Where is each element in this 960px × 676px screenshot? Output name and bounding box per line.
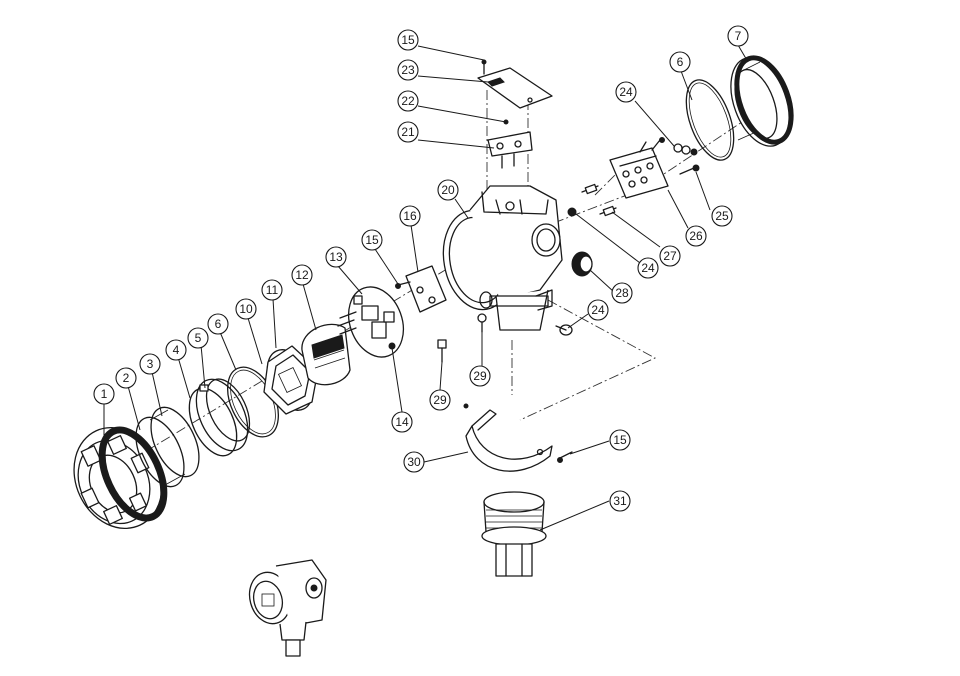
svg-text:24: 24 [641,261,655,275]
svg-text:3: 3 [147,357,154,371]
svg-text:6: 6 [215,317,222,331]
svg-text:15: 15 [365,233,379,247]
front-cover [73,426,163,530]
cover-o-ring [98,426,168,522]
washer-middle [567,207,577,217]
svg-text:24: 24 [619,85,633,99]
callout-5: 5 [187,327,209,349]
svg-text:25: 25 [715,209,729,223]
svg-text:11: 11 [266,283,279,297]
svg-text:26: 26 [689,229,703,243]
callout-24-middle: 24 [637,257,659,279]
svg-text:28: 28 [615,286,629,300]
retaining-ring [188,378,251,457]
callout-16: 16 [399,205,421,227]
callout-20: 20 [437,179,459,201]
electronics-board [337,286,405,358]
assembled-transmitter [248,559,327,657]
svg-text:23: 23 [401,63,415,77]
callout-24-lower: 24 [587,299,609,321]
terminal-block [609,137,669,199]
svg-text:21: 21 [401,125,415,139]
svg-text:7: 7 [735,29,742,43]
nameplate [477,59,553,109]
bracket-axis [519,299,657,421]
svg-text:6: 6 [677,55,684,69]
callout-13: 13 [325,246,347,268]
svg-text:24: 24 [591,303,605,317]
svg-text:29: 29 [433,393,447,407]
callout-15-mid: 15 [361,229,383,251]
callout-bubbles: 1 2 3 4 5 6 10 11 12 13 14 15 16 20 21 2… [93,25,749,512]
callout-30: 30 [403,451,425,473]
lcd-board [301,323,351,386]
callout-29-left: 29 [429,389,451,411]
callout-22: 22 [397,90,419,112]
nameplate-bracket [487,119,533,169]
callout-3: 3 [139,353,161,375]
callout-11: 11 [261,279,283,301]
conduit-plug [571,251,593,277]
svg-text:4: 4 [173,343,180,357]
callout-10: 10 [235,298,257,320]
ground-bracket [395,265,447,313]
callout-2: 2 [115,367,137,389]
process-connector [481,491,547,577]
callout-23: 23 [397,59,419,81]
svg-text:1: 1 [101,387,108,401]
callout-15-top: 15 [397,29,419,51]
callout-27: 27 [659,245,681,267]
svg-text:10: 10 [239,302,253,316]
glass-ring [135,406,200,488]
svg-text:16: 16 [403,209,417,223]
svg-text:15: 15 [401,33,415,47]
terminal-screw [679,164,700,175]
svg-text:15: 15 [613,433,627,447]
terminal-axis [594,169,621,196]
strap-screw [557,451,573,463]
svg-text:29: 29 [473,369,487,383]
lock-screw-a [437,339,447,363]
leader-lines [103,44,749,531]
callout-26: 26 [685,225,707,247]
svg-text:2: 2 [123,371,130,385]
callout-24-upper: 24 [615,81,637,103]
svg-text:13: 13 [329,250,343,264]
svg-text:30: 30 [407,455,421,469]
lock-screw-b [477,313,487,333]
callout-6-left: 6 [207,313,229,335]
svg-text:22: 22 [401,94,415,108]
callout-1: 1 [93,383,115,405]
svg-text:31: 31 [613,494,627,508]
svg-text:27: 27 [663,249,677,263]
callout-21: 21 [397,121,419,143]
svg-text:14: 14 [395,415,409,429]
callout-4: 4 [165,339,187,361]
terminal-pins [581,183,617,217]
callout-28: 28 [611,282,633,304]
svg-text:5: 5 [195,331,202,345]
callout-29-right: 29 [469,365,491,387]
rear-o-ring [685,79,735,161]
mounting-strap [463,403,553,472]
callout-7: 7 [727,25,749,47]
callout-12: 12 [291,264,313,286]
svg-text:20: 20 [441,183,455,197]
callout-25: 25 [711,205,733,227]
callout-6-right: 6 [669,51,691,73]
terminal-washers-upper [673,143,698,156]
callout-14: 14 [391,411,413,433]
callout-31: 31 [609,490,631,512]
svg-text:12: 12 [295,268,309,282]
main-housing [442,185,563,331]
rear-cover [730,55,794,147]
callout-15-bottom: 15 [609,429,631,451]
